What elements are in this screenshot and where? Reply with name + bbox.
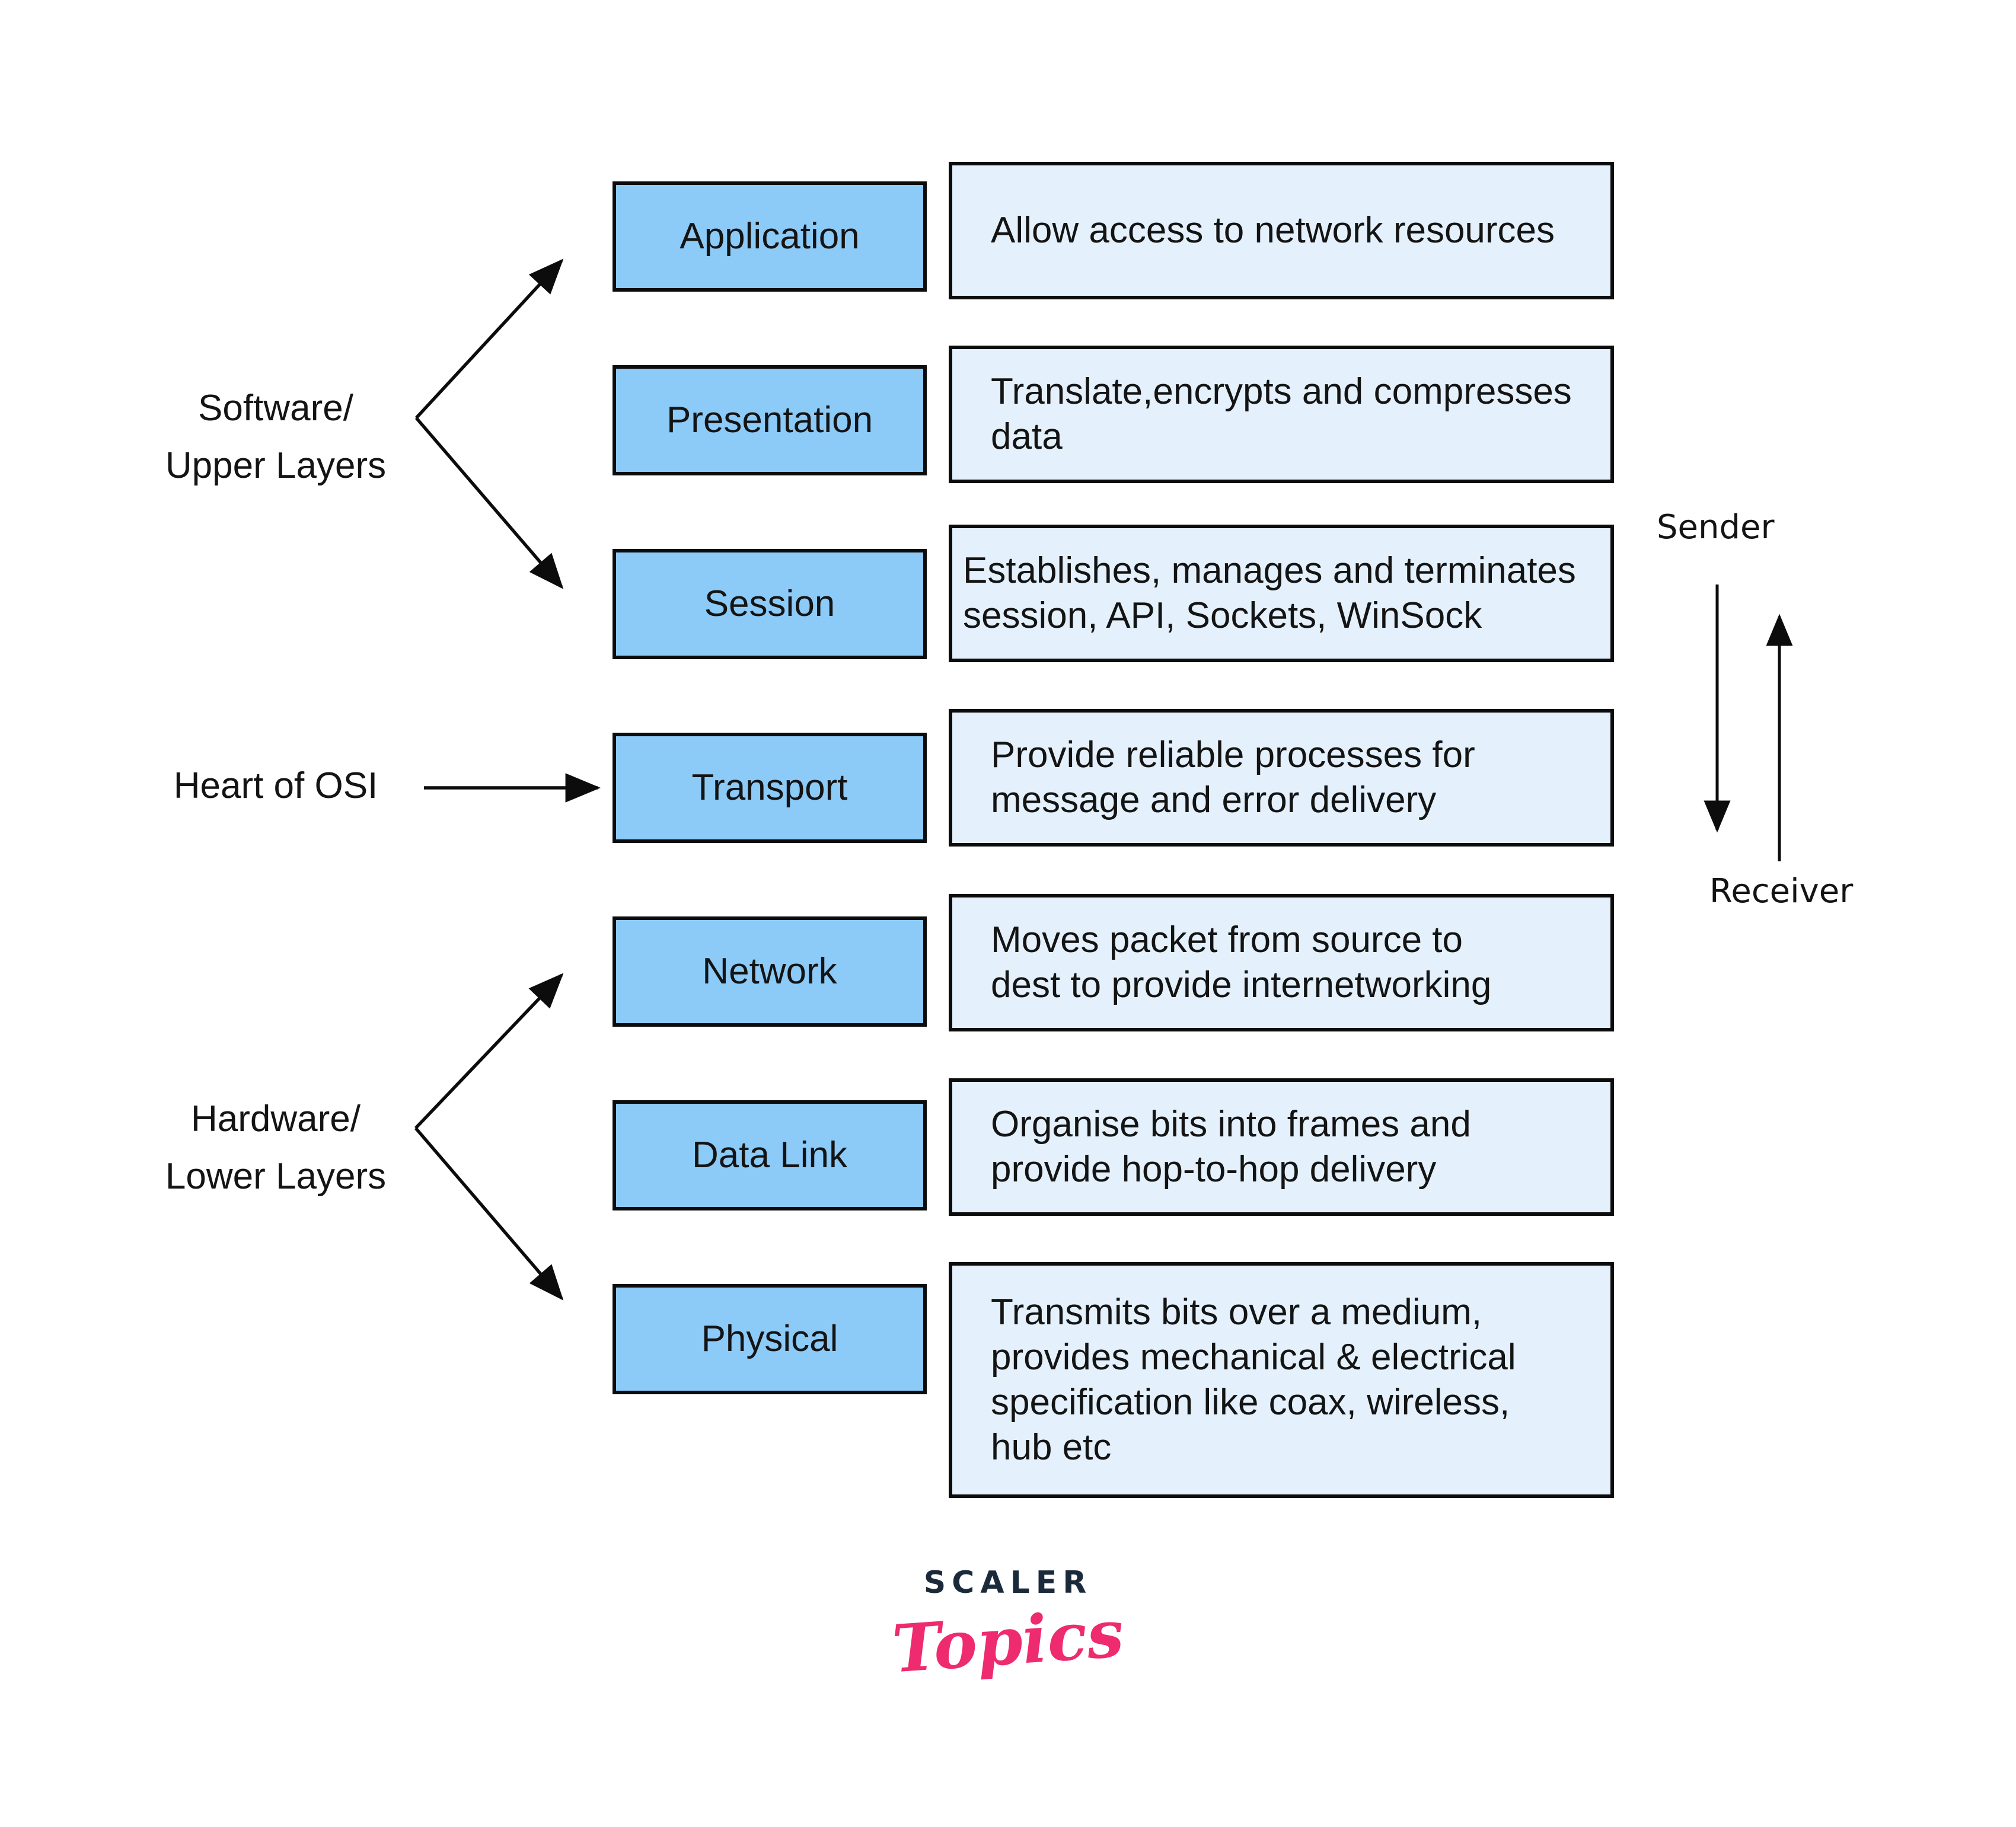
layer-box-data-link: Data Link bbox=[613, 1100, 927, 1210]
desc-text: Establishes, manages and terminates sess… bbox=[963, 550, 1576, 636]
desc-box-network: Moves packet from source to dest to prov… bbox=[949, 894, 1614, 1031]
desc-text: Transmits bits over a medium, provides m… bbox=[991, 1292, 1516, 1468]
desc-box-transport: Provide reliable processes for message a… bbox=[949, 709, 1614, 847]
layer-label: Transport bbox=[691, 766, 848, 808]
layer-box-physical: Physical bbox=[613, 1284, 927, 1394]
layer-box-application: Application bbox=[613, 181, 927, 292]
layer-box-presentation: Presentation bbox=[613, 365, 927, 475]
layer-label: Network bbox=[702, 950, 837, 992]
desc-text: Allow access to network resources bbox=[991, 210, 1555, 251]
layer-label: Presentation bbox=[666, 399, 873, 440]
desc-text: Translate,encrypts and compresses data bbox=[991, 371, 1572, 457]
logo-script-text: Topics bbox=[889, 1595, 1127, 1688]
layer-label: Application bbox=[680, 215, 860, 257]
desc-box-presentation: Translate,encrypts and compresses data bbox=[949, 346, 1614, 483]
layer-box-session: Session bbox=[613, 549, 927, 659]
scaler-topics-logo: SCALER Topics bbox=[830, 1565, 1186, 1687]
desc-text: Provide reliable processes for message a… bbox=[991, 734, 1475, 820]
receiver-label: Receiver bbox=[1709, 872, 1854, 911]
layer-box-network: Network bbox=[613, 916, 927, 1027]
desc-text: Moves packet from source to dest to prov… bbox=[991, 919, 1492, 1005]
layer-label: Data Link bbox=[692, 1134, 847, 1176]
label-hardware-lower-layers: Hardware/ Lower Layers bbox=[165, 1098, 387, 1197]
sender-label: Sender bbox=[1657, 508, 1775, 547]
desc-box-data-link: Organise bits into frames and provide ho… bbox=[949, 1078, 1614, 1216]
layer-label: Session bbox=[704, 583, 835, 624]
layer-label: Physical bbox=[701, 1318, 838, 1359]
desc-text: Organise bits into frames and provide ho… bbox=[991, 1104, 1471, 1190]
layer-box-transport: Transport bbox=[613, 733, 927, 843]
desc-box-session: Establishes, manages and terminates sess… bbox=[949, 525, 1614, 662]
desc-box-application: Allow access to network resources bbox=[949, 162, 1614, 299]
desc-box-physical: Transmits bits over a medium, provides m… bbox=[949, 1262, 1614, 1498]
label-software-upper-layers: Software/ Upper Layers bbox=[165, 388, 387, 486]
label-heart-of-osi: Heart of OSI bbox=[173, 765, 378, 806]
logo-brand-text: SCALER bbox=[923, 1565, 1093, 1601]
